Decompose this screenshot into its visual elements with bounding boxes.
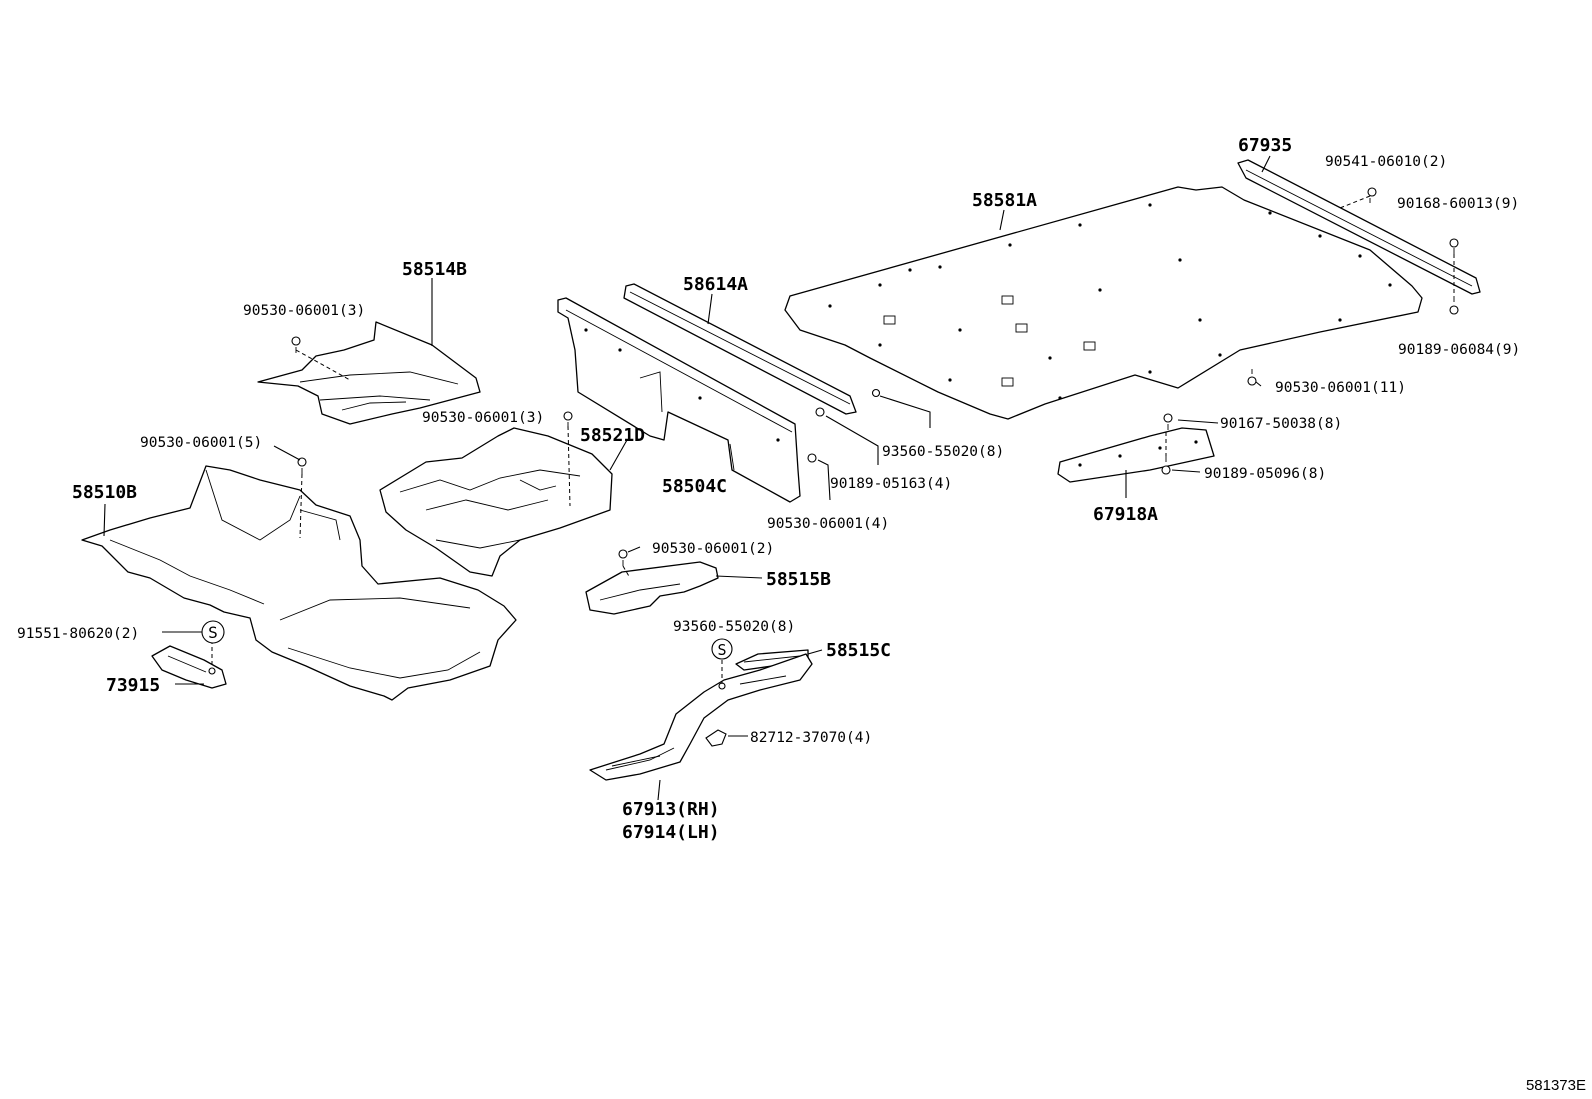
clip-icon: [1449, 238, 1459, 254]
clip-icon: [1161, 456, 1171, 475]
label-90530-06001-5[interactable]: 90530-06001(5): [140, 435, 262, 451]
part-58504C-panel[interactable]: [557, 297, 801, 503]
label-90530-06001-4[interactable]: 90530-06001(4): [767, 516, 889, 532]
dash-lines: [211, 195, 1455, 684]
label-90167-50038[interactable]: 90167-50038(8): [1220, 416, 1342, 432]
label-90530-06001-3b[interactable]: 90530-06001(3): [422, 410, 544, 426]
part-58614A-rail[interactable]: [623, 283, 857, 415]
part-58514B-cover[interactable]: [257, 321, 481, 425]
label-90168-60013[interactable]: 90168-60013(9): [1397, 196, 1519, 212]
clip-icon: [1163, 413, 1173, 430]
clip-icon: [705, 729, 727, 747]
s-symbol-text: S: [208, 623, 218, 642]
part-67913-scuff-plate[interactable]: [589, 653, 813, 781]
clip-icon: [1449, 296, 1459, 315]
label-91551-80620[interactable]: 91551-80620(2): [17, 626, 139, 642]
label-90189-06084[interactable]: 90189-06084(9): [1398, 342, 1520, 358]
leader-lines: [103, 155, 1271, 801]
label-90541-06010[interactable]: 90541-06010(2): [1325, 154, 1447, 170]
label-90530-06001-3a[interactable]: 90530-06001(3): [243, 303, 365, 319]
clip-icon: [815, 407, 825, 417]
label-67935[interactable]: 67935: [1238, 135, 1292, 156]
label-90530-06001-11[interactable]: 90530-06001(11): [1275, 380, 1406, 396]
label-93560-55020-b[interactable]: 93560-55020(8): [673, 619, 795, 635]
part-67935-rail[interactable]: [1237, 159, 1481, 295]
label-90189-05163[interactable]: 90189-05163(4): [830, 476, 952, 492]
label-58581A[interactable]: 58581A: [972, 190, 1037, 211]
part-58510B-carpet[interactable]: [81, 465, 517, 701]
part-73915-bracket[interactable]: [151, 645, 227, 689]
label-67918A[interactable]: 67918A: [1093, 504, 1158, 525]
label-90189-05096[interactable]: 90189-05096(8): [1204, 466, 1326, 482]
part-58581A-floor-panel[interactable]: [784, 186, 1423, 420]
label-58515C[interactable]: 58515C: [826, 640, 891, 661]
clip-icon: [563, 411, 573, 428]
label-82712-37070[interactable]: 82712-37070(4): [750, 730, 872, 746]
s-symbol-text: S: [717, 641, 726, 659]
part-labels: 67935 90541-06010(2) 58581A 90168-60013(…: [17, 135, 1520, 843]
illustration-ref-code: 581373E: [1526, 1077, 1586, 1094]
part-58515B-plate[interactable]: [585, 561, 719, 615]
clip-icon: [871, 388, 881, 398]
label-93560-55020-a[interactable]: 93560-55020(8): [882, 444, 1004, 460]
part-58521D-carpet[interactable]: [379, 427, 613, 577]
clip-icon: [618, 549, 628, 566]
s-symbol: S: [201, 620, 225, 644]
clip-icon: [291, 336, 301, 353]
clip-icon: [208, 667, 216, 675]
s-symbol: S: [711, 638, 733, 660]
label-58614A[interactable]: 58614A: [683, 274, 748, 295]
clip-icons: [208, 187, 1459, 747]
clip-icon: [1247, 369, 1257, 386]
label-58504C[interactable]: 58504C: [662, 476, 727, 497]
label-67914-lh[interactable]: 67914(LH): [622, 822, 720, 843]
label-73915[interactable]: 73915: [106, 675, 160, 696]
part-67918A-plate[interactable]: [1057, 427, 1215, 483]
label-58515B[interactable]: 58515B: [766, 569, 831, 590]
clip-icon: [297, 457, 307, 474]
label-58510B[interactable]: 58510B: [72, 482, 137, 503]
label-58514B[interactable]: 58514B: [402, 259, 467, 280]
clip-icon: [807, 453, 817, 463]
label-90530-06001-2[interactable]: 90530-06001(2): [652, 541, 774, 557]
label-58521D[interactable]: 58521D: [580, 425, 645, 446]
clip-icon: [1367, 187, 1377, 203]
label-67913-rh[interactable]: 67913(RH): [622, 799, 720, 820]
